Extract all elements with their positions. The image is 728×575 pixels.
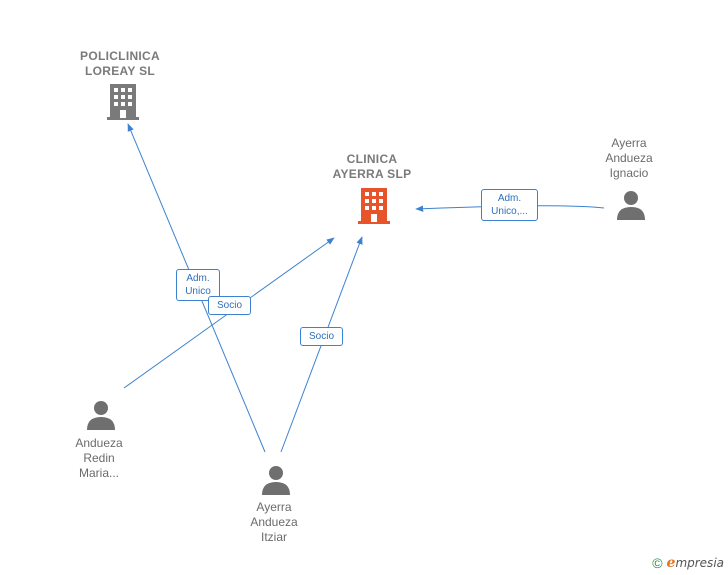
node-label-line: CLINICA bbox=[346, 152, 398, 166]
node-label-line: Ayerra bbox=[611, 136, 647, 150]
edge-label-line: Unico bbox=[185, 286, 211, 297]
brand-logo-text: mpresia bbox=[675, 556, 724, 570]
node-label-line: Redin bbox=[83, 451, 115, 465]
brand-logo[interactable]: empresia bbox=[667, 555, 724, 571]
footer-brand: © empresia bbox=[652, 555, 724, 571]
edge-label-socio-itziar[interactable]: Socio bbox=[300, 327, 343, 346]
node-label-ignacio: Ayerra Andueza Ignacio bbox=[584, 136, 674, 181]
person-icon[interactable] bbox=[261, 465, 291, 495]
node-label-line: Andueza bbox=[605, 151, 653, 165]
edge-label-line: Socio bbox=[308, 331, 334, 342]
node-label-policlinica: POLICLINICA LOREAY SL bbox=[60, 49, 180, 79]
brand-logo-initial: e bbox=[666, 555, 676, 571]
person-icon[interactable] bbox=[86, 400, 116, 430]
node-label-line: Maria... bbox=[78, 466, 119, 480]
node-label-clinica: CLINICA AYERRA SLP bbox=[312, 152, 432, 182]
edge-label-line: Unico,... bbox=[491, 206, 528, 217]
edge-label-line: Socio bbox=[216, 300, 242, 311]
node-label-maria: Andueza Redin Maria... bbox=[54, 436, 144, 481]
copyright-icon: © bbox=[652, 555, 663, 571]
building-icon[interactable] bbox=[107, 84, 139, 120]
node-label-line: Itziar bbox=[260, 530, 287, 544]
person-icon[interactable] bbox=[616, 190, 646, 220]
edge-label-line: Adm. bbox=[497, 193, 522, 204]
edge-label-adm-unico-ignacio[interactable]: Adm. Unico,... bbox=[481, 189, 538, 221]
node-label-itziar: Ayerra Andueza Itziar bbox=[229, 500, 319, 545]
node-label-line: Ayerra bbox=[256, 500, 292, 514]
node-label-line: Andueza bbox=[250, 515, 298, 529]
edge-label-adm-unico-itziar[interactable]: Adm. Unico bbox=[176, 269, 220, 301]
edge-label-line: Adm. bbox=[186, 273, 210, 284]
edge-label-socio-maria[interactable]: Socio bbox=[208, 296, 251, 315]
node-label-line: POLICLINICA bbox=[80, 49, 160, 63]
node-label-line: Andueza bbox=[75, 436, 123, 450]
node-label-line: AYERRA SLP bbox=[332, 167, 412, 181]
node-label-line: Ignacio bbox=[609, 166, 649, 180]
node-label-line: LOREAY SL bbox=[84, 64, 156, 78]
building-icon[interactable] bbox=[358, 188, 390, 224]
